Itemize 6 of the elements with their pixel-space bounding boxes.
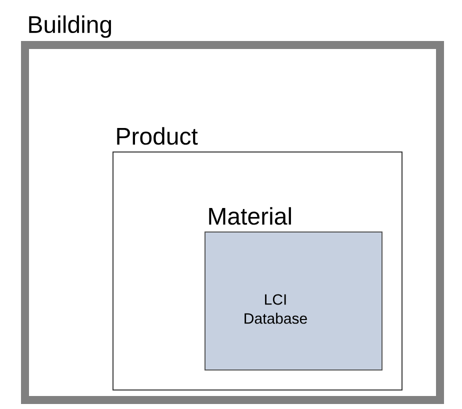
box-text: LCI Database — [244, 294, 307, 324]
nested-box — [204, 232, 382, 370]
nested-box — [21, 41, 444, 404]
box-heading: Building — [29, 15, 112, 38]
box-heading: Product — [117, 127, 198, 145]
box-heading: Material — [209, 207, 291, 225]
